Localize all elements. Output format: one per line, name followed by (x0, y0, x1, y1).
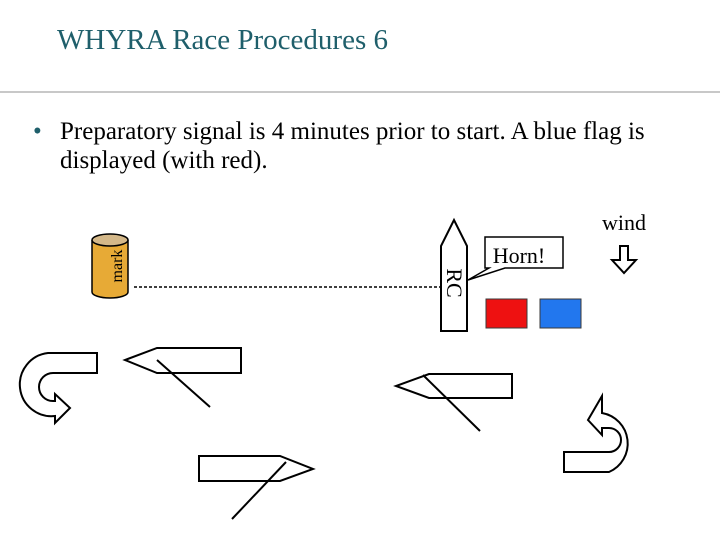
committee-boat: RC (440, 217, 468, 332)
wind-label: wind (602, 210, 646, 235)
sailboat (122, 347, 242, 408)
sailboat (198, 455, 316, 520)
turn-arrow-icon (18, 352, 98, 426)
slide-title: WHYRA Race Procedures 6 (57, 24, 388, 56)
mark-label: mark (109, 250, 126, 283)
turn-arrow-icon (563, 392, 629, 473)
bullet-item: • Preparatory signal is 4 minutes prior t… (33, 117, 700, 175)
red-flag (485, 298, 528, 329)
committee-boat-label: RC (442, 268, 467, 297)
sailboat (393, 373, 513, 432)
horn-callout: Horn! (467, 236, 564, 281)
mark-buoy: mark (91, 233, 129, 299)
bullet-marker: • (33, 118, 42, 145)
blue-flag (539, 298, 582, 329)
wind-arrow-icon (609, 245, 639, 275)
bullet-text: Preparatory signal is 4 minutes prior to… (60, 118, 645, 174)
title-divider (0, 91, 720, 93)
callout-text: Horn! (493, 243, 546, 268)
